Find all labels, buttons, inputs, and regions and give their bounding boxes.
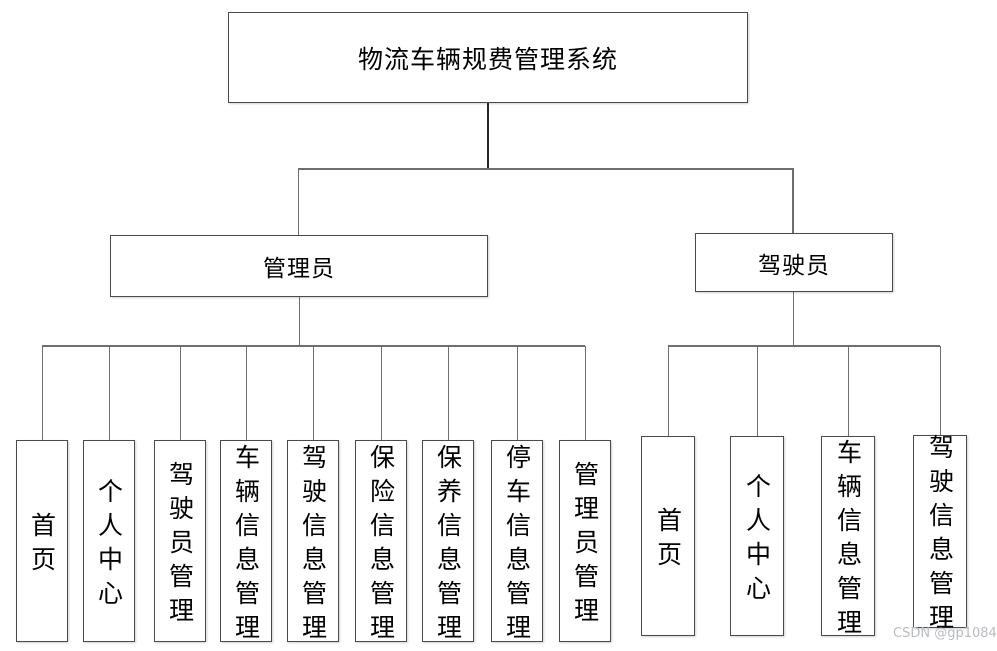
node-admin-driving-info-mgmt: 驾驶信息管理: [287, 440, 339, 648]
watermark: CSDN @gp1084: [893, 626, 997, 641]
node-label: 首页: [653, 506, 683, 575]
connector-drop: [584, 346, 586, 440]
connector-drop: [380, 346, 382, 440]
connector-drop: [245, 346, 247, 440]
node-admin-admin-mgmt: 管理员管理: [559, 440, 611, 642]
connector-drop: [108, 346, 110, 440]
connector-admin-stem: [298, 297, 300, 346]
node-root-label: 物流车辆规费管理系统: [357, 44, 618, 74]
node-admin-driver-mgmt: 驾驶员管理: [154, 440, 206, 642]
node-driver-personal-center: 个人中心: [730, 436, 784, 636]
node-driver-label: 驾驶员: [758, 252, 830, 279]
node-label: 个人中心: [94, 477, 124, 614]
node-admin-maintenance-info-mgmt: 保养信息管理: [422, 440, 474, 648]
node-admin-insurance-info-mgmt: 保险信息管理: [355, 440, 407, 648]
node-driver-vehicle-info-mgmt: 车辆信息管理: [821, 436, 875, 643]
node-label: 停车信息管理: [502, 443, 532, 648]
node-label: 车辆信息管理: [231, 443, 261, 648]
connector-drop: [447, 346, 449, 440]
connector-drop: [516, 346, 518, 440]
node-label: 驾驶信息管理: [925, 434, 955, 638]
node-label: 个人中心: [742, 472, 772, 609]
node-admin-parking-info-mgmt: 停车信息管理: [491, 440, 543, 648]
connector-drop: [847, 346, 849, 436]
node-label: 保险信息管理: [366, 443, 396, 648]
connector-driver-stem: [792, 292, 794, 346]
node-admin-home: 首页: [16, 440, 68, 642]
node-root: 物流车辆规费管理系统: [228, 12, 748, 103]
connector-drop: [179, 346, 181, 440]
node-label: 保养信息管理: [433, 443, 463, 648]
node-label: 首页: [27, 511, 57, 580]
connector-drop-admin: [297, 168, 299, 235]
connector-drop: [312, 346, 314, 440]
connector-driver-hbar: [668, 345, 940, 347]
node-admin: 管理员: [110, 235, 488, 297]
node-label: 车辆信息管理: [833, 438, 863, 643]
node-label: 驾驶信息管理: [298, 443, 328, 648]
node-label: 驾驶员管理: [165, 460, 195, 631]
node-admin-label: 管理员: [263, 256, 335, 282]
connector-drop: [939, 346, 941, 436]
connector-drop-driver: [792, 168, 794, 234]
connector-level2-hbar: [298, 168, 793, 170]
node-admin-vehicle-info-mgmt: 车辆信息管理: [220, 440, 272, 648]
connector-drop: [41, 346, 43, 440]
connector-root-stem: [487, 103, 489, 169]
connector-drop: [667, 346, 669, 436]
node-driver-home: 首页: [641, 436, 695, 636]
node-label: 管理员管理: [570, 460, 600, 631]
connector-drop: [756, 346, 758, 436]
connector-admin-hbar: [42, 345, 585, 347]
node-driver-driving-info-mgmt: 驾驶信息管理: [913, 434, 967, 638]
node-admin-personal-center: 个人中心: [83, 440, 135, 642]
node-driver: 驾驶员: [695, 233, 893, 292]
